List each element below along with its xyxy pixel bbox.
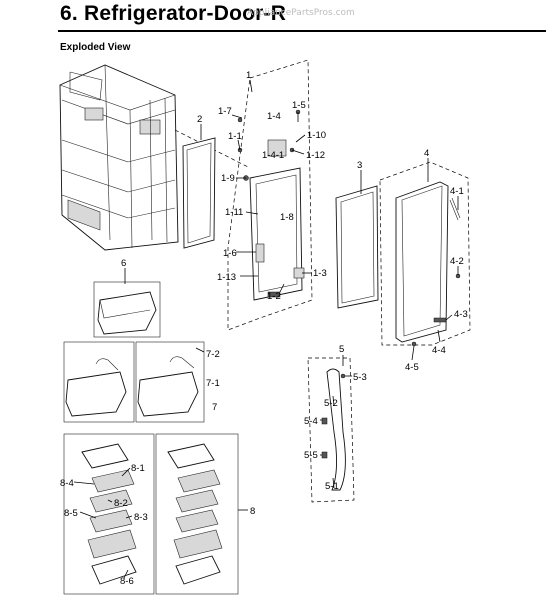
label-4-4: 4-4 xyxy=(432,345,446,356)
page-title: 6. Refrigerator-Door-R xyxy=(60,2,287,25)
label-1-2: 1-2 xyxy=(267,291,281,302)
label-8: 8 xyxy=(250,506,255,517)
label-1-3: 1-3 xyxy=(313,268,327,279)
door-bin-part-6 xyxy=(97,291,157,335)
label-1-13: 1-13 xyxy=(217,272,236,283)
label-3: 3 xyxy=(357,160,362,171)
label-1-7: 1-7 xyxy=(218,106,232,117)
label-7-2: 7-2 xyxy=(206,349,220,360)
label-1-6: 1-6 xyxy=(223,248,237,259)
shelf-assembly-part-8a xyxy=(81,443,137,585)
label-8-4: 8-4 xyxy=(60,478,74,489)
door-bin-part-7b xyxy=(137,356,199,417)
bin-box-part-7b xyxy=(135,341,205,423)
outer-door-callout-box xyxy=(379,161,471,346)
label-1-1: 1-1 xyxy=(228,131,242,142)
label-1-8: 1-8 xyxy=(280,212,294,223)
label-4-2: 4-2 xyxy=(450,256,464,267)
label-8-5: 8-5 xyxy=(64,508,78,519)
label-1-9: 1-9 xyxy=(221,173,235,184)
label-5-3: 5-3 xyxy=(353,372,367,383)
label-5: 5 xyxy=(339,344,344,355)
label-1-5: 1-5 xyxy=(292,100,306,111)
shelf-box-part-8b xyxy=(155,433,239,595)
label-1-4-1: 1-4-1 xyxy=(262,150,284,161)
shelf-box-part-8a xyxy=(63,433,155,595)
leader-lines xyxy=(73,79,459,579)
label-1: 1 xyxy=(246,70,251,81)
label-7: 7 xyxy=(212,402,217,413)
part-labels: 1 1-7 1-5 1-4 1-10 1-1 1-4-1 1-12 1-9 1-… xyxy=(60,70,468,587)
label-5-2: 5-2 xyxy=(324,398,338,409)
label-2: 2 xyxy=(197,114,202,125)
gasket-part-2 xyxy=(182,137,216,249)
label-8-3: 8-3 xyxy=(134,512,148,523)
watermark-text: AppliancePartsPros.com xyxy=(247,8,355,18)
label-5-4: 5-4 xyxy=(304,416,318,427)
label-6: 6 xyxy=(121,258,126,269)
bin-box-part-6 xyxy=(93,281,161,338)
label-8-6: 8-6 xyxy=(120,576,134,587)
label-7-1: 7-1 xyxy=(206,378,220,389)
label-1-4: 1-4 xyxy=(267,111,281,122)
label-4: 4 xyxy=(424,148,429,159)
label-1-11: 1-11 xyxy=(225,207,243,218)
label-4-3: 4-3 xyxy=(454,309,468,320)
label-8-1: 8-1 xyxy=(131,463,145,474)
label-4-5: 4-5 xyxy=(405,362,419,373)
gasket-part-3 xyxy=(335,185,379,309)
cover-callout-box xyxy=(307,357,355,503)
outer-door-part-4 xyxy=(395,181,461,347)
label-5-5: 5-5 xyxy=(304,450,318,461)
hinge-cover-part-5 xyxy=(321,368,346,491)
label-8-2: 8-2 xyxy=(114,498,128,509)
bin-box-part-7a xyxy=(63,341,135,423)
door-inner-frame-part-1 xyxy=(237,109,305,301)
title-underline xyxy=(58,30,546,32)
label-1-12: 1-12 xyxy=(306,150,325,161)
section-subtitle: Exploded View xyxy=(60,42,131,53)
label-5-1: 5-1 xyxy=(325,481,339,492)
refrigerator-cabinet-drawing xyxy=(59,64,179,251)
shelf-assembly-part-8b xyxy=(167,443,223,585)
door-bin-part-7a xyxy=(65,358,127,417)
door-assembly-callout-box xyxy=(227,59,313,331)
label-1-10: 1-10 xyxy=(307,130,326,141)
label-4-1: 4-1 xyxy=(450,186,464,197)
